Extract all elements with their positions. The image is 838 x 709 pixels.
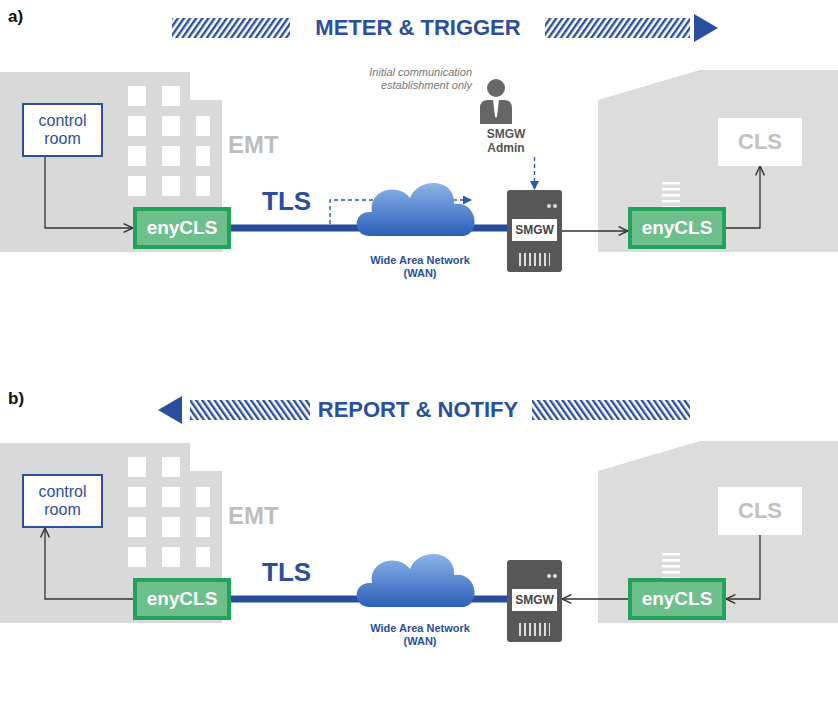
connector xyxy=(726,166,760,228)
vent-slots xyxy=(519,623,550,636)
gateway-device: SMGW xyxy=(507,560,562,642)
person-head xyxy=(487,79,505,97)
node-text: enyCLS xyxy=(642,217,713,239)
vent-slots xyxy=(519,253,550,266)
node-text: control room xyxy=(30,112,95,149)
status-leds xyxy=(545,194,557,198)
house-building xyxy=(598,441,838,623)
office-building xyxy=(0,443,222,623)
node-text: control room xyxy=(30,483,95,520)
banner-hatch xyxy=(532,400,690,420)
led xyxy=(553,574,557,578)
banner-hatch xyxy=(190,400,310,420)
office-building xyxy=(0,72,222,252)
banner-title: REPORT & NOTIFY xyxy=(318,397,518,423)
link-label: TLS xyxy=(260,557,313,588)
note: Initial communication establishment only xyxy=(340,66,472,92)
node-text: enyCLS xyxy=(147,217,218,239)
node-text: SMGW xyxy=(512,589,557,611)
node-text: enyCLS xyxy=(147,588,218,610)
cloud xyxy=(357,554,475,607)
connector xyxy=(562,598,628,599)
node-text: enyCLS xyxy=(642,588,713,610)
status-leds xyxy=(545,564,557,568)
led xyxy=(553,204,557,208)
led xyxy=(547,204,551,208)
house-building xyxy=(598,70,838,252)
banner-arrow xyxy=(158,396,182,424)
enycls-box: enyCLS xyxy=(133,578,231,620)
person-tie xyxy=(493,100,499,118)
connector xyxy=(562,230,628,231)
node-text: CLS xyxy=(738,129,782,155)
building-label: EMT xyxy=(228,502,279,530)
admin-label-box: SMGW Admin xyxy=(476,127,536,157)
banner-hatch xyxy=(545,18,690,38)
banner-hatch xyxy=(172,18,290,38)
banner-title: METER & TRIGGER xyxy=(315,15,520,41)
network-label: Wide Area Network (WAN) xyxy=(364,622,476,648)
link-label: TLS xyxy=(260,186,313,217)
connector xyxy=(726,535,760,599)
cls-box: CLS xyxy=(718,118,802,166)
panel-letter: b) xyxy=(8,389,24,409)
building-label: EMT xyxy=(228,131,279,159)
node-text: SMGW xyxy=(512,219,557,241)
gateway-device: SMGW xyxy=(507,190,562,272)
control-room-box: control room xyxy=(22,103,103,157)
control-room-box: control room xyxy=(22,474,103,528)
node-text: CLS xyxy=(738,498,782,524)
enycls-box: enyCLS xyxy=(628,578,726,620)
node-text: SMGW Admin xyxy=(478,128,534,156)
connector xyxy=(45,528,133,599)
person-icon xyxy=(480,79,512,124)
cls-box: CLS xyxy=(718,487,802,535)
connector xyxy=(45,157,133,228)
person-body xyxy=(480,100,512,124)
panel-letter: a) xyxy=(8,7,23,27)
cloud xyxy=(357,183,475,236)
connector xyxy=(534,157,535,190)
banner-arrow xyxy=(694,14,718,42)
enycls-box: enyCLS xyxy=(133,207,231,249)
network-label: Wide Area Network (WAN) xyxy=(364,254,476,280)
enycls-box: enyCLS xyxy=(628,207,726,249)
led xyxy=(547,574,551,578)
